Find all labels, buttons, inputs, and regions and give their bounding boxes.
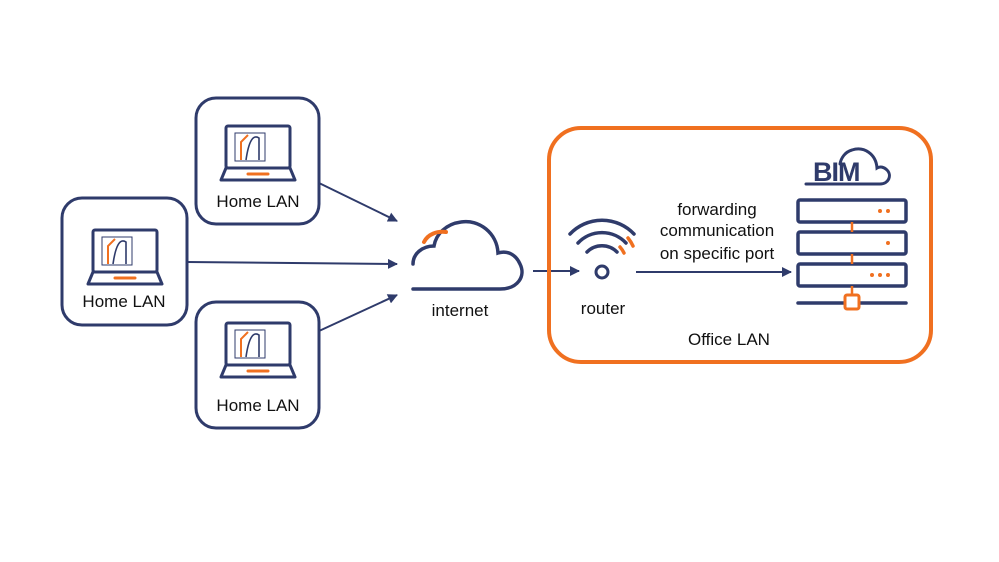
- router-label: router: [581, 299, 626, 318]
- home-lan-label: Home LAN: [216, 192, 299, 211]
- server-rack-icon: [796, 198, 908, 311]
- cloud-icon: [411, 219, 524, 291]
- bim-server-node: BIM: [796, 147, 908, 311]
- home-lan-label: Home LAN: [82, 292, 165, 311]
- arrow-home-lan-1-to-internet: [318, 182, 398, 222]
- forwarding-annotation: forwarding communication on specific por…: [660, 200, 775, 263]
- home-lan-node-3: Home LAN: [194, 300, 321, 430]
- home-lan-node-1: Home LAN: [194, 96, 321, 226]
- forwarding-line-3: on specific port: [660, 244, 775, 263]
- bim-logo-text: BIM: [813, 157, 860, 187]
- home-lan-label: Home LAN: [216, 396, 299, 415]
- office-lan-label: Office LAN: [688, 330, 770, 349]
- office-lan-group: Office LAN: [547, 126, 933, 364]
- home-lan-node-2: Home LAN: [60, 196, 189, 327]
- arrow-home-lan-3-to-internet: [318, 294, 398, 332]
- wifi-router-icon: [568, 218, 636, 280]
- internet-label: internet: [432, 301, 489, 320]
- router-node: router: [568, 218, 636, 318]
- internet-node: internet: [411, 219, 524, 320]
- forwarding-line-2: communication: [660, 221, 774, 240]
- forwarding-line-1: forwarding: [677, 200, 756, 219]
- bim-cloud-logo: BIM: [804, 147, 891, 187]
- arrow-home-lan-2-to-internet: [186, 258, 398, 269]
